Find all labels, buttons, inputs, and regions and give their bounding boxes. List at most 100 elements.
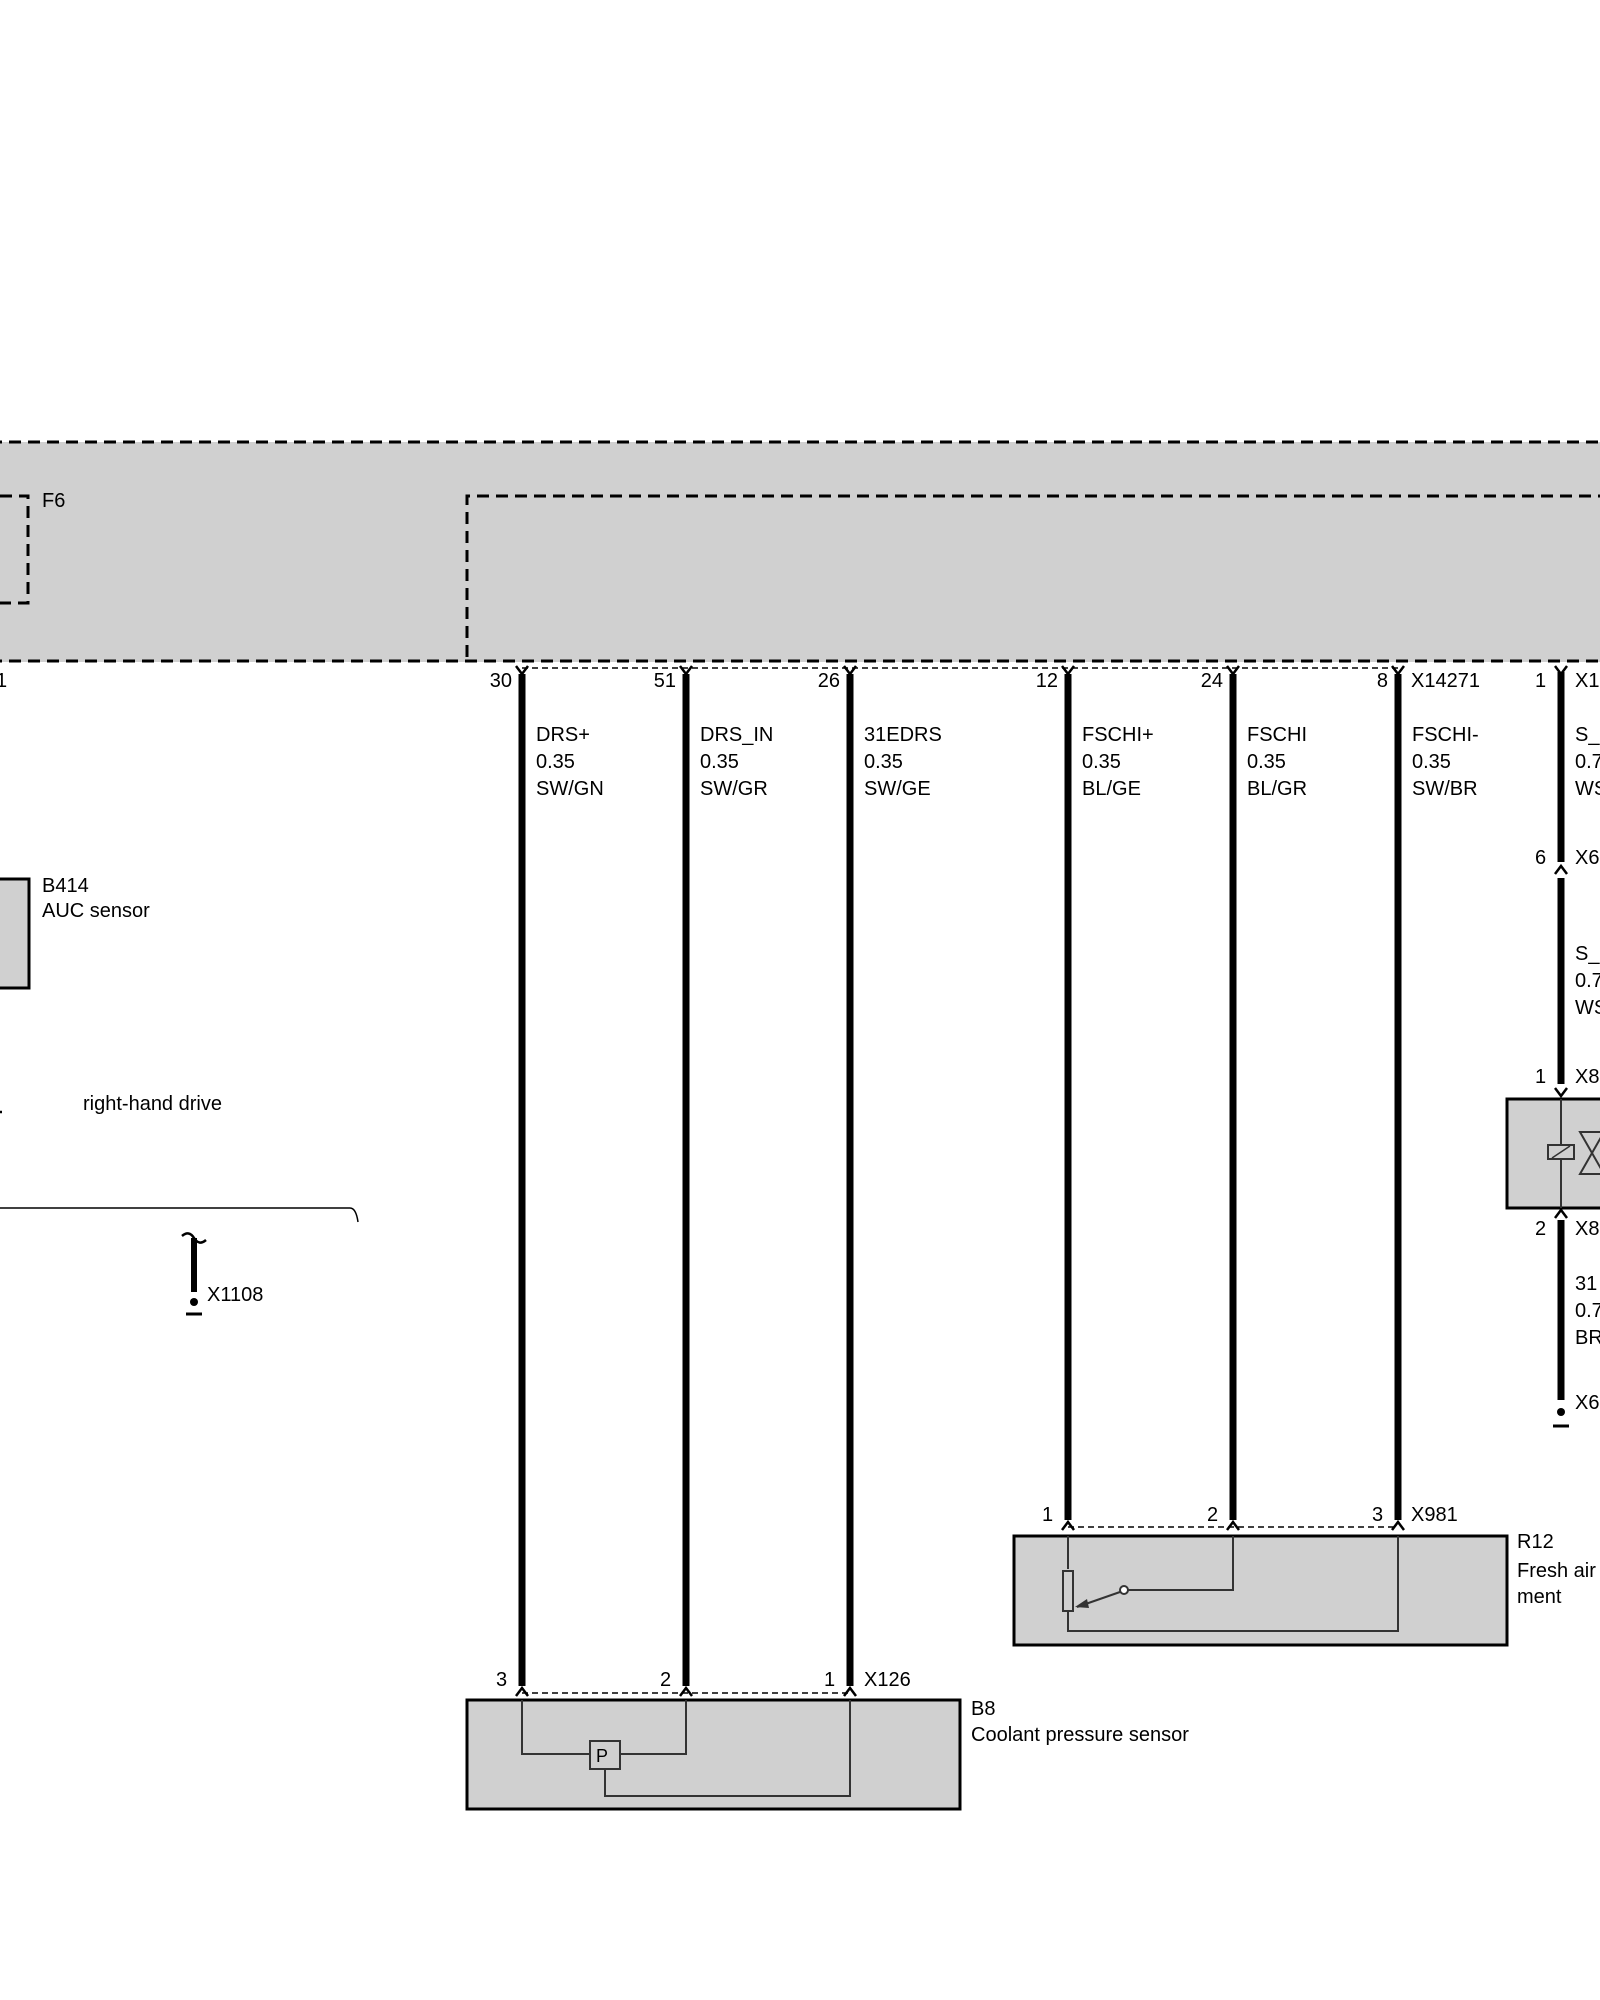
b8-name: Coolant pressure sensor (971, 1724, 1189, 1746)
b8-pin-2: 2 (660, 1669, 671, 1691)
wire-1-signal-name: DRS+ (536, 724, 590, 746)
r12-pin-3: 3 (1372, 1504, 1383, 1526)
b8-internal-wire-3 (521, 1700, 590, 1755)
wire-5-top-pin-marker (1226, 665, 1240, 677)
b8-internal-wire-1 (604, 1700, 851, 1797)
x981-label: X981 (1411, 1504, 1458, 1526)
wire-1-bottom-pin-marker (515, 1685, 529, 1697)
wire-3-signal-name: 31EDRS (864, 724, 942, 746)
f6-label: F6 (42, 490, 65, 512)
pressure-symbol-label: P (596, 1746, 608, 1766)
right-pin-top: 1 (1535, 670, 1546, 692)
b8-internal-wire-2 (620, 1700, 687, 1755)
potentiometer-wiper-pivot (1119, 1585, 1129, 1595)
right-ground-connector: X6 (1575, 1392, 1599, 1414)
r12-box (1012, 1534, 1509, 1647)
right-wire-upper-color: WS (1575, 778, 1600, 800)
b414-sensor-box (0, 877, 31, 990)
valve-pin-out: 2 (1535, 1218, 1546, 1240)
wire-4-bottom-pin-marker (1061, 1519, 1075, 1531)
right-wire-lower-color: BR (1575, 1327, 1600, 1349)
valve-pin-out-marker (1554, 1207, 1568, 1219)
right-pin-mid-marker (1554, 863, 1568, 875)
r12-pin-2: 2 (1207, 1504, 1218, 1526)
b414-id: B414 (42, 875, 89, 897)
valve-pin-in: 1 (1535, 1066, 1546, 1088)
valve-symbol (1578, 1131, 1600, 1175)
valve-connector-out: X8 (1575, 1218, 1599, 1240)
rhd-note: right-hand drive (83, 1093, 222, 1115)
wire-6-signal-name: FSCHI- (1412, 724, 1479, 746)
x1108-label: X1108 (207, 1284, 263, 1306)
r12-name-line2: ment (1517, 1586, 1562, 1608)
b414-name: AUC sensor (42, 900, 150, 922)
wire-2-top-pin-marker (679, 665, 693, 677)
wire-2-signal-name: DRS_IN (700, 724, 773, 746)
right-pin-mid: 6 (1535, 847, 1546, 869)
wire-3-cross-section: 0.35 (864, 751, 903, 773)
wire-3-pin-number: 26 (818, 670, 840, 692)
right-wire-mid-name: S_ (1575, 943, 1600, 965)
x126-label: X126 (864, 1669, 911, 1691)
wire-4-cross-section: 0.35 (1082, 751, 1121, 773)
r12-internal-wire-2 (1128, 1536, 1234, 1591)
wire-5-pin-number: 24 (1201, 670, 1223, 692)
wire-4-color-code: BL/GE (1082, 778, 1141, 800)
wire-4-pin-number: 12 (1036, 670, 1058, 692)
b8-id: B8 (971, 1698, 995, 1720)
valve-pin-in-marker (1554, 1087, 1568, 1099)
pressure-sensor-symbol (589, 1740, 621, 1770)
r12-internal-wire-3 (1067, 1536, 1399, 1632)
wire-6-pin-number: 8 (1377, 670, 1388, 692)
right-pin-top-marker (1554, 665, 1568, 677)
wire-4-signal-name: FSCHI+ (1082, 724, 1154, 746)
right-wire-lower-size: 0.7 (1575, 1300, 1600, 1322)
wire-2-color-code: SW/GR (700, 778, 768, 800)
valve-connector-in: X8 (1575, 1066, 1599, 1088)
potentiometer-wiper-arrow (1075, 1599, 1089, 1608)
potentiometer-symbol (1062, 1570, 1074, 1612)
control-unit-box (0, 442, 1600, 662)
wire-2-cross-section: 0.35 (700, 751, 739, 773)
wire-6-color-code: SW/BR (1412, 778, 1478, 800)
wire-3-bottom-pin-marker (843, 1685, 857, 1697)
r12-name-line1: Fresh air (1517, 1560, 1596, 1582)
wire-1-color-code: SW/GN (536, 778, 604, 800)
right-wire-upper-name: S_ (1575, 724, 1600, 746)
b8-pin-1: 1 (824, 1669, 835, 1691)
solenoid-coil-slash (1551, 1145, 1571, 1159)
wire-2-pin-number: 51 (654, 670, 676, 692)
wire-3-top-pin-marker (843, 665, 857, 677)
x1108-ground-dot (190, 1298, 198, 1306)
right-wire-lower-name: 31 (1575, 1273, 1597, 1295)
f6-module-border (0, 494, 30, 605)
r12-pin-1: 1 (1042, 1504, 1053, 1526)
wire-2-bottom-pin-marker (679, 1685, 693, 1697)
wire-5-color-code: BL/GR (1247, 778, 1307, 800)
wire-6-bottom-pin-marker (1391, 1519, 1405, 1531)
wire-5-bottom-pin-marker (1226, 1519, 1240, 1531)
wire-1-pin-number: 30 (490, 670, 512, 692)
wire-3-color-code: SW/GE (864, 778, 931, 800)
right-wire-mid-color: WS (1575, 997, 1600, 1019)
wire-1-cross-section: 0.35 (536, 751, 575, 773)
right-connector-top: X1 (1575, 670, 1599, 692)
wire-5-signal-name: FSCHI (1247, 724, 1307, 746)
right-wire-mid-size: 0.7 (1575, 970, 1600, 992)
b8-pin-3: 3 (496, 1669, 507, 1691)
wire-5-cross-section: 0.35 (1247, 751, 1286, 773)
wire-4-top-pin-marker (1061, 665, 1075, 677)
rhd-bracket (0, 1207, 359, 1223)
control-unit-border (0, 440, 1600, 663)
inner-module-border (465, 494, 1600, 661)
right-ground-dot (1557, 1408, 1565, 1416)
right-wire-upper-size: 0.7 (1575, 751, 1600, 773)
right-connector-mid: X6 (1575, 847, 1599, 869)
wire-1-top-pin-marker (515, 665, 529, 677)
left-stub-pin-label: 1 (0, 670, 7, 692)
x14271-connector-label: X14271 (1411, 670, 1480, 692)
r12-id: R12 (1517, 1531, 1554, 1553)
wire-6-top-pin-marker (1391, 665, 1405, 677)
